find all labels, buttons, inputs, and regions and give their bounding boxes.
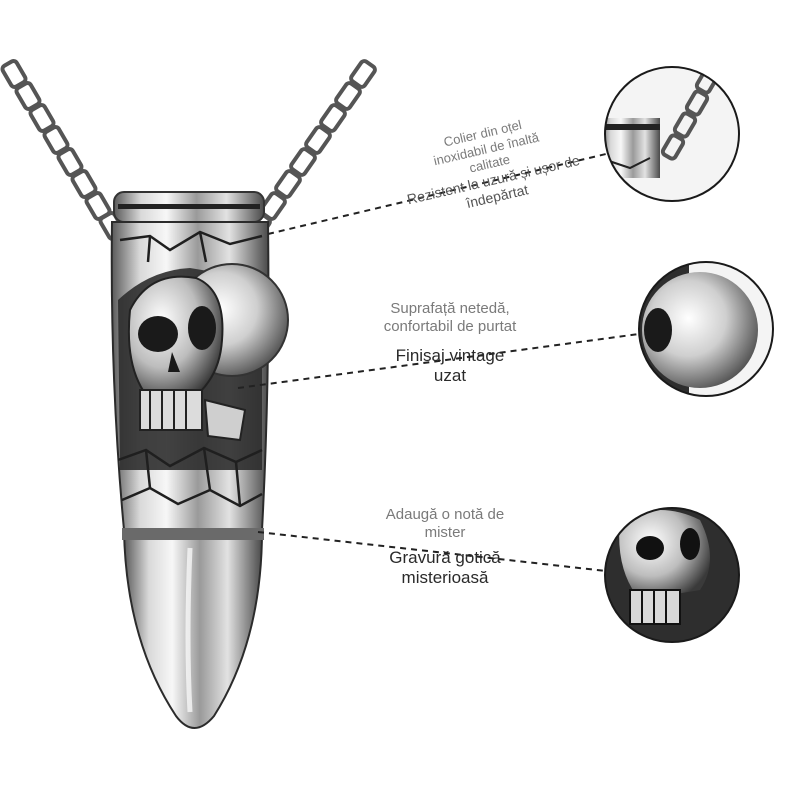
caption-engraving: Adaugă o notă de mister Gravură gotică m… — [370, 506, 520, 589]
zoom-circle-engraving — [604, 507, 740, 643]
callout-line-surface — [237, 333, 640, 389]
zoom-circle-chain — [604, 66, 740, 202]
caption-surface: Suprafață netedă, confortabil de purtat … — [370, 300, 530, 387]
bullet-pendant — [110, 191, 289, 729]
bullet-tip — [122, 529, 264, 729]
callout-line-chain — [267, 153, 607, 235]
caption-surface-detail: Suprafață netedă, confortabil de purtat — [383, 300, 517, 335]
chain-left — [0, 59, 126, 241]
caption-engraving-title: Gravură gotică misterioasă — [389, 548, 501, 588]
zoom-circle-surface — [638, 261, 774, 397]
caption-surface-title: Finisaj vintage uzat — [395, 346, 505, 386]
callout-line-engraving — [257, 531, 607, 572]
crack-texture — [117, 230, 263, 508]
skull-engraving — [127, 275, 247, 442]
caption-engraving-detail: Adaugă o notă de mister — [385, 506, 505, 541]
callout-lines — [237, 153, 640, 572]
chain — [0, 59, 377, 241]
